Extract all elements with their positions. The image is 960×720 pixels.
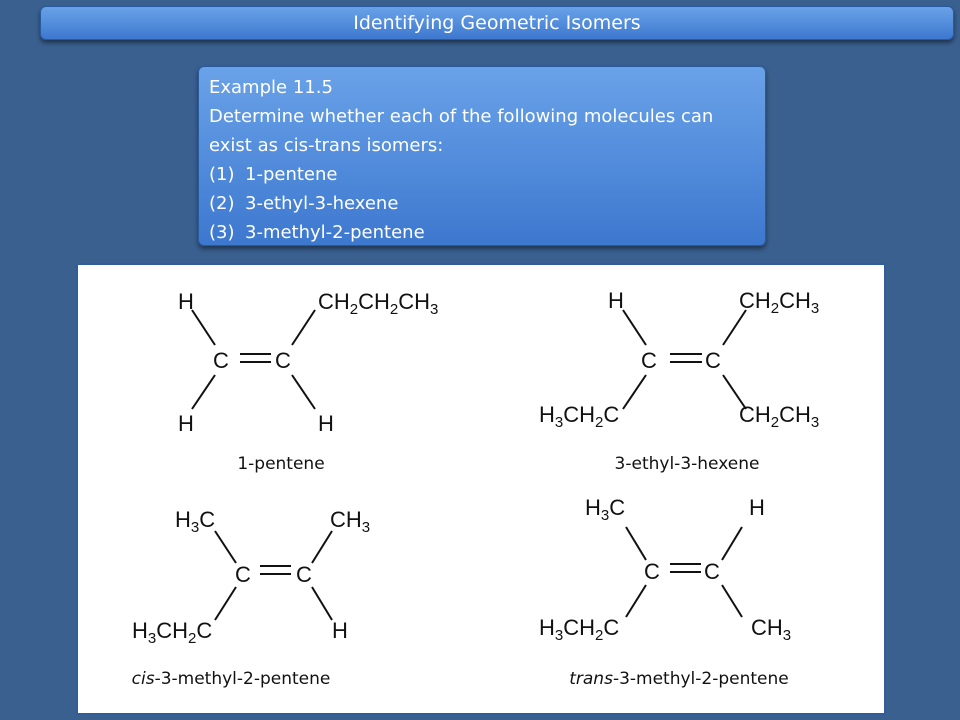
caption-trans-3-methyl-2-pentene: trans-3-methyl-2-pentene: [569, 669, 789, 689]
substituent-label: CH3: [330, 507, 370, 536]
bond: [191, 309, 216, 346]
atom-label: C: [705, 348, 721, 373]
bond: [721, 526, 743, 561]
list-item: (3) 3-methyl-2-pentene: [209, 218, 755, 247]
bond: [625, 526, 647, 561]
atom-label: C: [235, 562, 251, 587]
structure-cis-3-methyl-2-pentene: H3C C C CH3 H3CH2C H: [132, 507, 370, 647]
substituent-label: H3CH2C: [539, 402, 619, 431]
bond: [191, 374, 216, 410]
structures-figure-panel: H H C C H CH2CH2CH3 H C C CH2CH3 H3CH2C …: [76, 263, 886, 715]
bond: [311, 530, 333, 564]
atom-label: H: [178, 289, 194, 314]
caption-suffix: -3-methyl-2-pentene: [155, 669, 331, 689]
example-box: Example 11.5 Determine whether each of t…: [198, 66, 766, 246]
list-item-label: 1-pentene: [245, 164, 338, 185]
list-item: (2) 3-ethyl-3-hexene: [209, 189, 755, 218]
substituent-label: CH2CH3: [739, 288, 819, 317]
caption-3-ethyl-3-hexene: 3-ethyl-3-hexene: [615, 454, 760, 474]
substituent-label: H3CH2C: [539, 615, 619, 644]
bond: [214, 586, 237, 621]
caption-cis-3-methyl-2-pentene: cis-3-methyl-2-pentene: [132, 669, 331, 689]
substituent-label: CH2CH3: [739, 402, 819, 431]
bond: [291, 374, 316, 410]
caption-suffix: -3-methyl-2-pentene: [613, 669, 789, 689]
bond: [622, 309, 647, 346]
substituent-label: H3C: [175, 507, 215, 536]
substituent-label: CH3: [751, 615, 791, 644]
substituent-label: CH2CH2CH3: [318, 289, 438, 318]
structural-formulas-diagram: H H C C H CH2CH2CH3 H C C CH2CH3 H3CH2C …: [132, 288, 820, 689]
atom-label: H: [318, 411, 334, 436]
bond: [721, 584, 743, 618]
cis-prefix: cis: [132, 669, 155, 689]
bond: [625, 584, 647, 618]
atom-label: C: [213, 348, 229, 373]
bond: [214, 530, 237, 564]
slide-title: Identifying Geometric Isomers: [40, 6, 954, 40]
atom-label: H: [178, 411, 194, 436]
atom-label: C: [704, 559, 720, 584]
example-prompt-line-1: Determine whether each of the following …: [209, 106, 714, 127]
bond: [311, 586, 333, 621]
atom-label: H: [749, 495, 765, 520]
structure-1-pentene: H H C C H CH2CH2CH3: [178, 289, 438, 436]
example-heading: Example 11.5: [209, 77, 333, 98]
list-item-label: 3-methyl-2-pentene: [245, 222, 425, 243]
atom-label: C: [296, 562, 312, 587]
caption-1-pentene: 1-pentene: [237, 454, 324, 474]
list-item-number: (2): [209, 193, 235, 214]
trans-prefix: trans: [569, 669, 613, 689]
atom-label: H: [332, 618, 348, 643]
bond: [722, 374, 747, 410]
list-item-label: 3-ethyl-3-hexene: [245, 193, 399, 214]
bond: [622, 374, 647, 410]
substituent-label: H3C: [585, 495, 625, 524]
substituent-label: H3CH2C: [132, 618, 212, 647]
bond: [291, 309, 316, 346]
atom-label: C: [641, 348, 657, 373]
structure-trans-3-methyl-2-pentene: H3C H C C H3CH2C CH3: [539, 495, 791, 644]
list-item: (1) 1-pentene: [209, 160, 755, 189]
bond: [722, 309, 747, 346]
structure-3-ethyl-3-hexene: H C C CH2CH3 H3CH2C CH2CH3: [539, 288, 819, 431]
example-prompt-line-2: exist as cis-trans isomers:: [209, 135, 444, 156]
list-item-number: (1): [209, 164, 235, 185]
atom-label: C: [275, 348, 291, 373]
list-item-number: (3): [209, 222, 235, 243]
atom-label: C: [644, 559, 660, 584]
atom-label: H: [608, 288, 624, 313]
